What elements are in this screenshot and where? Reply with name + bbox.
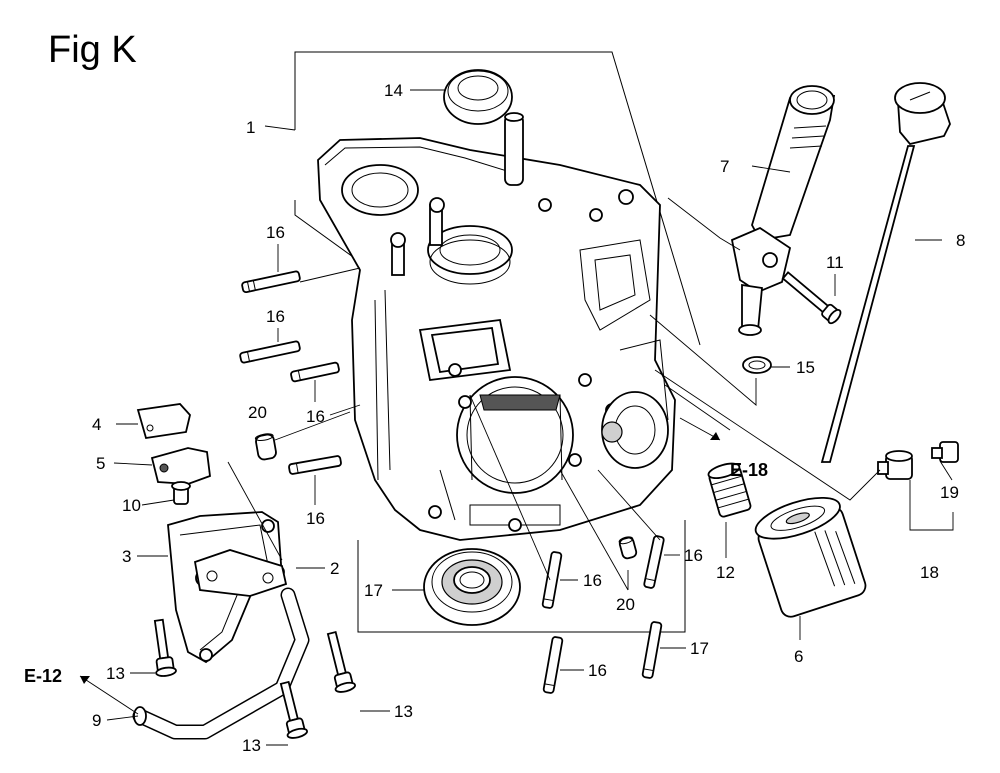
flange-bolts <box>153 618 356 739</box>
filter-nipple <box>707 462 752 518</box>
label-part-16: 16 <box>306 509 325 528</box>
bearing <box>423 548 521 626</box>
arrow-e18 <box>679 417 721 441</box>
label-part-10: 10 <box>122 496 141 515</box>
label-part-15: 15 <box>796 358 815 377</box>
label-part-11: 11 <box>826 253 844 272</box>
figure-title: Fig K <box>48 29 137 71</box>
gasket <box>193 549 288 597</box>
label-part-5: 5 <box>96 454 105 473</box>
bracket-18 <box>909 480 954 531</box>
label-part-16: 16 <box>588 661 607 680</box>
label-part-16: 17 <box>690 639 709 658</box>
label-part-14: 14 <box>384 81 403 100</box>
label-part-16: 16 <box>266 223 285 242</box>
label-part-9: 9 <box>92 711 101 730</box>
dipstick <box>820 82 951 463</box>
plate <box>136 403 191 440</box>
label-part-16: 16 <box>684 546 703 565</box>
label-part-2: 2 <box>330 559 339 578</box>
oil-drain-plug <box>877 450 913 480</box>
label-part-7: 7 <box>720 157 729 176</box>
o-ring <box>742 356 772 374</box>
oil-filler-tube <box>730 85 836 336</box>
part-labels: 14 1 16 16 16 16 20 4 5 10 3 2 9 13 13 1… <box>92 81 965 755</box>
label-part-8: 8 <box>956 231 965 250</box>
oil-level-switch <box>931 441 959 463</box>
reference-e12: E-12 <box>24 666 62 686</box>
label-part-3: 3 <box>122 547 131 566</box>
label-part-16: 16 <box>266 307 285 326</box>
label-part-13: 13 <box>106 664 125 683</box>
breather-tube <box>132 587 310 740</box>
label-part-16: 16 <box>583 571 602 590</box>
oil-filter <box>754 496 867 618</box>
oil-seal <box>443 69 513 125</box>
label-part-19: 19 <box>940 483 959 502</box>
label-part-6: 6 <box>794 647 803 666</box>
crankcase <box>317 112 676 541</box>
cover <box>150 447 211 485</box>
label-part-12: 12 <box>716 563 735 582</box>
leader-lines <box>106 89 953 746</box>
label-part-20: 20 <box>248 403 267 422</box>
dowel-pins <box>254 433 638 560</box>
label-part-16: 16 <box>306 407 325 426</box>
label-part-17: 17 <box>364 581 383 600</box>
label-part-20: 20 <box>616 595 635 614</box>
label-part-1: 1 <box>246 118 255 137</box>
bolt-11 <box>781 271 842 325</box>
label-part-13: 13 <box>394 702 413 721</box>
label-part-13: 13 <box>242 736 261 755</box>
bolt-10 <box>171 481 191 505</box>
label-part-18: 18 <box>920 563 939 582</box>
arrow-e12 <box>79 675 139 715</box>
reference-e18: E-18 <box>730 460 768 480</box>
label-part-4: 4 <box>92 415 101 434</box>
stud-bolts <box>239 270 665 694</box>
crankcase-bracket <box>294 51 701 633</box>
